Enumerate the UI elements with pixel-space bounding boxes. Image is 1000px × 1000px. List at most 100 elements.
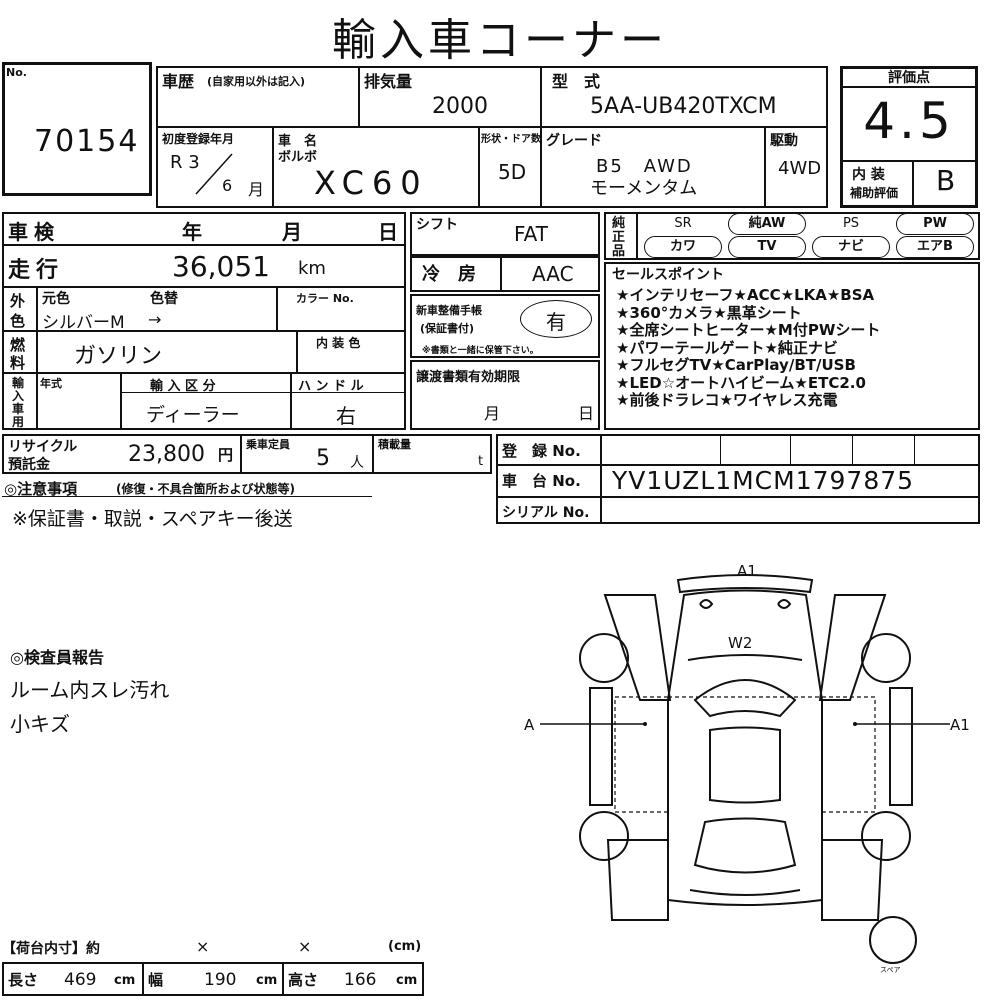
registration-block bbox=[496, 434, 980, 524]
transfer-day: 日 bbox=[578, 404, 595, 423]
equipment-option: 純AW bbox=[728, 213, 806, 235]
import-side-4: 用 bbox=[12, 415, 25, 429]
transfer-box bbox=[410, 360, 600, 430]
aircon-label: 冷 房 bbox=[422, 264, 476, 285]
fuel-side-1: 燃 bbox=[10, 336, 26, 354]
sales-point-line: ★LED☆オートハイビーム★ETC2.0 bbox=[616, 373, 866, 392]
cargo-unit: (cm) bbox=[388, 939, 422, 954]
inspector-label: ◎検査員報告 bbox=[10, 648, 104, 667]
header-block bbox=[156, 66, 828, 208]
recycle-value: 23,800 bbox=[128, 442, 205, 467]
shift-box bbox=[410, 212, 600, 256]
mileage-value: 36,051 bbox=[172, 250, 270, 283]
shift-label: シフト bbox=[416, 217, 458, 233]
equipment-option: TV bbox=[728, 236, 806, 258]
equipment-option: ナビ bbox=[812, 236, 890, 258]
history-label: 車歴 bbox=[162, 72, 195, 91]
recycle-unit: 円 bbox=[218, 446, 234, 464]
recycle-label-1: リサイクル bbox=[8, 439, 78, 455]
equipment-option: SR bbox=[674, 216, 692, 231]
maintenance-label-1: 新車整備手帳 bbox=[416, 304, 482, 317]
length-label: 長さ bbox=[8, 971, 39, 989]
page-title: 輸入車コーナー bbox=[332, 15, 668, 66]
capacity-unit: 人 bbox=[350, 455, 364, 471]
equipment-side-2: 正 bbox=[612, 230, 626, 245]
height-label: 高さ bbox=[288, 971, 319, 989]
diagram-label-right: A1 bbox=[950, 716, 970, 734]
interior-label-2: 補助評価 bbox=[850, 186, 899, 200]
equipment-side-1: 純 bbox=[612, 216, 626, 231]
lot-box bbox=[2, 62, 152, 196]
diagram-label-spare: スペア bbox=[880, 966, 901, 974]
model-code-value: 5AA-UB420TXCM bbox=[590, 94, 777, 119]
notes-text: ※保証書・取説・スペアキー後送 bbox=[12, 508, 293, 530]
car-name-label: 車 名 bbox=[278, 134, 318, 149]
color-no-label: カラー No. bbox=[296, 292, 354, 305]
cargo-times-2: × bbox=[298, 937, 312, 956]
serial-label: シリアル No. bbox=[502, 505, 590, 521]
body-type-value: 5D bbox=[498, 160, 527, 184]
diagram-label-left: A bbox=[524, 716, 535, 734]
color-value: シルバーM bbox=[42, 313, 125, 333]
car-name: XC60 bbox=[314, 164, 429, 202]
interior-color-label: 内 装 色 bbox=[316, 336, 361, 350]
equipment-option: カワ bbox=[644, 236, 722, 258]
fuel-side-2: 料 bbox=[10, 354, 26, 372]
transfer-label: 譲渡書類有効期限 bbox=[416, 370, 521, 385]
shift-value: FAT bbox=[514, 222, 549, 246]
import-side-1: 輸 bbox=[12, 376, 25, 390]
sales-point-line: ★全席シートヒーター★M付PWシート bbox=[616, 321, 881, 339]
length-value: 469 bbox=[64, 970, 97, 990]
model-code-label: 型 式 bbox=[552, 72, 601, 91]
cargo-label: 【荷台内寸】約 bbox=[2, 941, 100, 957]
chassis-label: 車 台 No. bbox=[502, 472, 581, 490]
mileage-unit: km bbox=[298, 258, 326, 279]
handle-label: ハ ン ド ル bbox=[298, 379, 364, 394]
car-maker: ボルボ bbox=[278, 150, 318, 165]
capacity-label: 乗車定員 bbox=[246, 438, 290, 451]
sales-point-line: ★前後ドラレコ★ワイヤレス充電 bbox=[616, 391, 838, 409]
notes-label: ◎注意事項 bbox=[4, 480, 78, 498]
first-reg-month: 6 bbox=[222, 176, 233, 195]
import-year-label: 年式 bbox=[40, 377, 62, 390]
width-label: 幅 bbox=[148, 971, 164, 989]
inspection-day: 日 bbox=[378, 220, 398, 244]
aircon-value: AAC bbox=[532, 262, 574, 286]
sales-points-box bbox=[604, 262, 980, 430]
equipment-option: エアB bbox=[896, 236, 974, 258]
color-side-1: 外 bbox=[10, 292, 26, 310]
height-cm: cm bbox=[396, 973, 418, 988]
notes-sub: (修復・不具合箇所および状態等) bbox=[116, 482, 295, 496]
lot-number: 70154 bbox=[34, 124, 140, 159]
first-reg-month-unit: 月 bbox=[248, 180, 265, 199]
drive-value: 4WD bbox=[778, 158, 822, 179]
grade-line-2: モーメンタム bbox=[590, 178, 698, 199]
first-reg-label: 初度登録年月 bbox=[162, 132, 235, 146]
equipment-side-3: 品 bbox=[612, 244, 626, 259]
import-route-value: ディーラー bbox=[146, 404, 240, 426]
chassis-number: YV1UZL1MCM1797875 bbox=[612, 466, 915, 495]
sales-point-line: ★パワーテールゲート★純正ナビ bbox=[616, 338, 838, 357]
maintenance-value: 有 bbox=[546, 310, 566, 334]
length-cm: cm bbox=[114, 973, 136, 988]
body-type-label: 形状・ドア数 bbox=[481, 134, 541, 145]
cargo-row bbox=[2, 962, 424, 996]
maintenance-box bbox=[410, 294, 600, 358]
drive-label: 駆動 bbox=[770, 133, 798, 149]
first-reg-era: R 3 bbox=[170, 152, 200, 173]
equipment-option: PW bbox=[896, 213, 974, 235]
original-color-label: 元色 bbox=[42, 291, 70, 307]
color-arrow: → bbox=[148, 310, 162, 329]
transfer-month: 月 bbox=[484, 404, 501, 423]
recycle-row bbox=[2, 434, 492, 474]
recycle-label-2: 預託金 bbox=[8, 457, 50, 473]
maintenance-note: ※書類と一緒に保管下さい。 bbox=[422, 346, 539, 356]
import-route-label: 輸 入 区 分 bbox=[150, 379, 216, 394]
fuel-value: ガソリン bbox=[74, 344, 163, 369]
sales-point-line: ★360°カメラ★黒革シート bbox=[616, 303, 802, 322]
rating-label: 評価点 bbox=[888, 70, 930, 86]
inspector-line-1: ルーム内スレ汚れ bbox=[10, 678, 170, 702]
rating-score: 4.5 bbox=[863, 92, 955, 150]
history-note: (自家用以外は記入) bbox=[207, 75, 306, 88]
repaint-label: 色替 bbox=[150, 291, 178, 307]
